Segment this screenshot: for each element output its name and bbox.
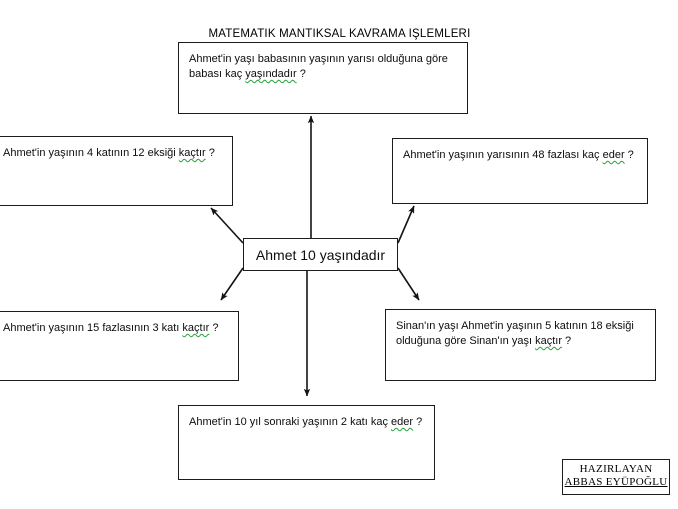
signature-prepared-by-label: HAZIRLAYAN — [579, 463, 653, 475]
problem-box-left-bottom[interactable]: Ahmet'in yaşının 15 fazlasının 3 katı ka… — [0, 311, 239, 381]
problem-box-right-top[interactable]: Ahmet'in yaşının yarısının 48 fazlası ka… — [392, 138, 648, 204]
problem-right-bottom-line2-plain: olduğuna göre Sinan'ın yaşı — [396, 335, 536, 347]
author-signature-box: HAZIRLAYAN ABBAS EYÜPOĞLU — [562, 459, 670, 495]
problem-box-bottom-text: Ahmet'in 10 yıl sonraki yaşının 2 katı k… — [189, 415, 426, 430]
problem-left-top-tail: ? — [205, 147, 215, 159]
problem-top-line2-misspelled: yaşındadır — [245, 68, 297, 80]
problem-top-line2-tail: ? — [296, 68, 306, 80]
problem-box-right-top-text: Ahmet'in yaşının yarısının 48 fazlası ka… — [403, 148, 639, 163]
problem-bottom-tail: ? — [413, 416, 423, 428]
problem-box-right-bottom-text: Sinan'ın yaşı Ahmet'in yaşının 5 katının… — [396, 319, 647, 349]
problem-right-top-tail: ? — [624, 149, 634, 161]
problem-left-top-misspelled: kaçtır — [178, 147, 206, 159]
problem-right-top-plain: Ahmet'in yaşının yarısının 48 fazlası ka… — [403, 149, 603, 161]
center-node[interactable]: Ahmet 10 yaşındadır — [243, 238, 398, 271]
problem-right-bottom-line2-tail: ? — [562, 335, 572, 347]
problem-box-left-top[interactable]: Ahmet'in yaşının 4 katının 12 eksiği kaç… — [0, 136, 233, 206]
problem-bottom-plain: Ahmet'in 10 yıl sonraki yaşının 2 katı k… — [189, 416, 392, 428]
problem-top-line2-plain: babası kaç — [189, 68, 246, 80]
problem-top-line1: Ahmet'in yaşı babasının yaşının yarısı o… — [189, 53, 448, 65]
problem-left-bottom-misspelled: kaçtır — [182, 322, 210, 334]
problem-box-left-top-text: Ahmet'in yaşının 4 katının 12 eksiği kaç… — [3, 146, 224, 161]
problem-left-bottom-tail: ? — [209, 322, 219, 334]
arrow-center-to-left-bottom — [220, 267, 244, 301]
problem-left-top-plain: Ahmet'in yaşının 4 katının 12 eksiği — [3, 147, 179, 159]
arrow-center-to-right-top — [397, 205, 415, 244]
problem-box-top[interactable]: Ahmet'in yaşı babasının yaşının yarısı o… — [178, 42, 468, 114]
arrow-center-to-left-top — [210, 207, 244, 244]
problem-bottom-misspelled: eder — [391, 416, 414, 428]
problem-box-top-text: Ahmet'in yaşı babasının yaşının yarısı o… — [189, 52, 459, 82]
problem-right-bottom-line2-misspelled: kaçtır — [535, 335, 562, 347]
page-title-text: MATEMATIK MANTIKSAL KAVRAMA IŞLEMLERI — [208, 28, 471, 40]
signature-author-name: ABBAS EYÜPOĞLU — [564, 476, 668, 488]
problem-box-left-bottom-text: Ahmet'in yaşının 15 fazlasının 3 katı ka… — [3, 321, 230, 336]
problem-right-top-misspelled: eder — [602, 149, 625, 161]
center-node-label: Ahmet 10 yaşındadır — [255, 246, 386, 263]
problem-box-bottom[interactable]: Ahmet'in 10 yıl sonraki yaşının 2 katı k… — [178, 405, 435, 480]
page-title: MATEMATIK MANTIKSAL KAVRAMA IŞLEMLERI — [0, 28, 678, 40]
problem-left-bottom-plain: Ahmet'in yaşının 15 fazlasının 3 katı — [3, 322, 183, 334]
arrow-center-to-right-bottom — [397, 267, 420, 301]
problem-box-right-bottom[interactable]: Sinan'ın yaşı Ahmet'in yaşının 5 katının… — [385, 309, 656, 381]
problem-right-bottom-line1: Sinan'ın yaşı Ahmet'in yaşının 5 katının… — [396, 320, 634, 332]
